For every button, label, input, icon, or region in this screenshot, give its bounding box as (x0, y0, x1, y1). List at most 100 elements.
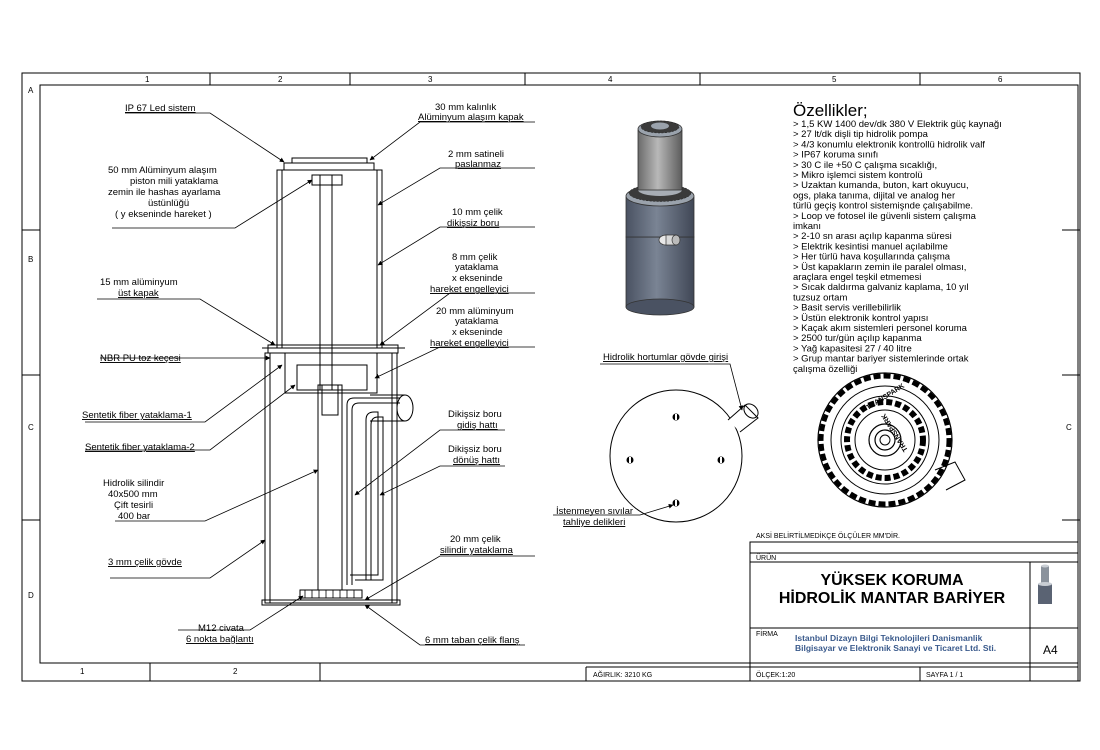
label-steel20-1: 20 mm çelik (450, 534, 501, 545)
label-alu20-2: yataklama (455, 316, 499, 327)
zone-row-c: C (28, 423, 34, 432)
zone-row-d: D (28, 591, 34, 600)
label-steel8-4: hareket engelleyici (430, 284, 509, 295)
feature-item: > Sıcak daldırma galvaniz kaplama, 10 yı… (793, 282, 969, 293)
bollard-3d-render (625, 120, 695, 316)
tb-note: AKSİ BELİRTİLMEDİKÇE ÖLÇÜLER MM'DİR. (756, 531, 900, 540)
label-piston-1: 50 mm Alüminyum alaşım (108, 165, 217, 176)
feature-item: imkanı (793, 221, 821, 232)
features-title: Özellikler; (793, 101, 868, 120)
label-cyl-2: 40x500 mm (108, 489, 158, 500)
label-satin-2: paslanmaz (455, 159, 501, 170)
label-steel20-2: silindir yataklama (440, 545, 514, 556)
label-ip67: IP 67 Led sistem (125, 103, 196, 114)
feature-item: > Uzaktan kumanda, buton, kart okuyucu, (793, 180, 969, 191)
feature-item: çalışma özelliği (793, 364, 857, 375)
feature-item: türlü geçiş kontrol sistemişnde çalışabi… (793, 201, 973, 212)
zone-col-4: 4 (608, 75, 613, 84)
label-bolt-1: M12 civata (198, 623, 245, 634)
feature-item: > 27 lt/dk dişli tip hidrolik pompa (793, 129, 929, 140)
label-steel10-2: dikişsiz boru (447, 218, 499, 229)
leader-lines (85, 112, 535, 646)
feature-item: > Kaçak akım sistemleri personel koruma (793, 323, 968, 334)
section-drawing (261, 157, 414, 606)
label-steel10-1: 10 mm çelik (452, 207, 503, 218)
label-steel8-1: 8 mm çelik (452, 252, 498, 263)
label-nbr: NBR PU toz keçesi (100, 353, 181, 364)
label-flange: 6 mm taban çelik flanş (425, 635, 520, 646)
label-piston-2: piston mili yataklama (130, 176, 219, 187)
zone-col-6: 6 (998, 75, 1003, 84)
feature-item: > Her türlü hava koşullarında çalışma (793, 252, 951, 263)
tb-firm-label: FİRMA (756, 629, 778, 638)
zone-row-a: A (28, 86, 34, 95)
zone-col-1: 1 (145, 75, 150, 84)
label-go-1: Dikişsiz boru (448, 409, 502, 420)
label-piston-3: zemin ile hashas ayarlama (108, 187, 221, 198)
label-cap-2: Alüminyum alaşım kapak (418, 112, 524, 123)
feature-item: > Yağ kapasitesi 27 / 40 litre (793, 343, 912, 354)
label-hose-inlet: Hidrolik hortumlar gövde girişi (603, 352, 728, 363)
label-alu20-3: x ekseninde (452, 327, 503, 338)
zone-col-bottom-1: 1 (80, 667, 85, 676)
label-cap-1: 30 mm kalınlık (435, 102, 496, 113)
tb-product-label: ÜRÜN (756, 554, 776, 562)
top-view-leaders (553, 363, 744, 516)
label-go-2: gidiş hattı (457, 420, 498, 431)
features-list: > 1,5 KW 1400 dev/dk 380 V Elektrik güç … (793, 119, 1002, 375)
label-bolt-2: 6 nokta bağlantı (186, 634, 254, 645)
zone-row-b: B (28, 255, 33, 264)
label-fiber-1: Sentetik fiber yataklama-1 (82, 410, 192, 421)
zone-markers: 1 2 3 4 5 6 1 2 A B C D C (28, 75, 1072, 676)
feature-item: > Üstün elektronik kontrol yapısı (793, 313, 928, 324)
label-steel8-2: yataklama (455, 262, 499, 273)
label-satin-1: 2 mm satineli (448, 149, 504, 160)
label-cyl-4: 400 bar (118, 511, 150, 522)
features-panel: Özellikler; > 1,5 KW 1400 dev/dk 380 V E… (793, 101, 1002, 375)
label-alu20-4: hareket engelleyici (430, 338, 509, 349)
tb-title-2: HİDROLİK MANTAR BARİYER (779, 589, 1006, 607)
drawing-frame (21, 72, 1081, 682)
label-alu20-1: 20 mm alüminyum (436, 306, 514, 317)
tb-weight: AĞIRLIK: 3210 KG (593, 670, 652, 679)
label-cyl-1: Hidrolik silindir (103, 478, 164, 489)
feature-item: > 2500 tur/gün açılıp kapanma (793, 333, 922, 344)
label-cyl-3: Çift tesirli (114, 500, 153, 511)
tb-company-2: Bilgisayar ve Elektronik Sanayi ve Ticar… (795, 643, 996, 653)
feature-item: > IP67 koruma sınıfı (793, 150, 878, 161)
feature-item: > Mikro işlemci sistem kontrolü (793, 170, 923, 181)
label-return-1: Dikişsiz boru (448, 444, 502, 455)
tb-page: SAYFA 1 / 1 (926, 672, 963, 679)
feature-item: tuzsuz ortam (793, 292, 847, 303)
feature-item: > 4/3 konumlu elektronik kontrollü hidro… (793, 139, 985, 150)
feature-item: > Elektrik kesintisi manuel açılabilme (793, 241, 948, 252)
label-fiber-2: Sentetik fiber yataklama-2 (85, 442, 195, 453)
zone-col-2: 2 (278, 75, 283, 84)
label-drain-1: İstenmeyen sıvılar (556, 506, 633, 517)
label-alu15-1: 15 mm alüminyum (100, 277, 178, 288)
feature-item: araçlara engel teşkil etmemesi (793, 272, 921, 283)
tb-company-1: Istanbul Dizayn Bilgi Teknolojileri Dani… (795, 633, 983, 643)
label-alu15-2: üst kapak (118, 288, 159, 299)
bollard-top-view (609, 389, 759, 523)
label-piston-5: ( y ekseninde hareket ) (115, 209, 212, 220)
label-steel8-3: x ekseninde (452, 273, 503, 284)
cap-detail-drawing (817, 372, 966, 508)
tb-title-1: YÜKSEK KORUMA (820, 570, 964, 589)
feature-item: > Basit servis verillebilirlik (793, 303, 901, 314)
tb-product-thumbnail (1038, 564, 1052, 604)
feature-item: > Üst kapakların zemin ile paralel olmas… (793, 262, 966, 273)
feature-item: > 30 C ile +50 C çalışma sıcaklığı, (793, 160, 937, 171)
tb-sheet-size: A4 (1043, 643, 1058, 657)
label-piston-4: üstünlüğü (148, 198, 189, 209)
zone-col-5: 5 (832, 75, 837, 84)
feature-item: > Grup mantar bariyer sistemlerinde orta… (793, 354, 969, 365)
feature-item: ogs, plaka tanıma, dijital ve analog her (793, 190, 955, 201)
zone-col-bottom-2: 2 (233, 667, 238, 676)
label-body: 3 mm çelik gövde (108, 557, 182, 568)
feature-item: > Loop ve fotosel ile güvenli sistem çal… (793, 211, 977, 222)
feature-item: > 2-10 sn arası açılıp kapanma süresi (793, 231, 952, 242)
label-return-2: dönüş hattı (453, 455, 500, 466)
zone-row-c-right: C (1066, 423, 1072, 432)
